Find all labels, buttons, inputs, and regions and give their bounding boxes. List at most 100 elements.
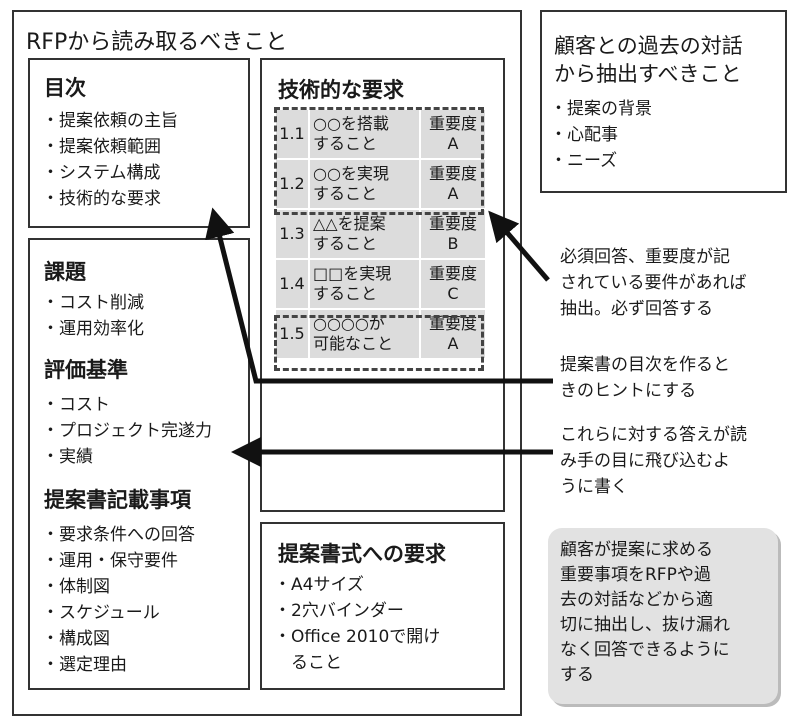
summary-callout: 顧客が提案に求める 重要事項をRFPや過 去の対話などから適 切に抽出し、抜け漏… <box>548 528 778 704</box>
list-item: A4サイズ <box>274 572 440 598</box>
issues-list: コスト削減 運用効率化 <box>42 290 144 342</box>
req-text: ○○○○が可能なこと <box>310 310 421 358</box>
list-item: ニーズ <box>550 148 652 174</box>
importance-grade: A <box>447 134 459 153</box>
note-required: 必須回答、重要度が記 されている要件があれば 抽出。必ず回答する <box>560 244 795 322</box>
toc-box: 目次 提案依頼の主旨 提案依頼範囲 システム構成 技術的な要求 <box>28 58 250 228</box>
req-text-line: ○○○○が <box>313 314 385 333</box>
req-text-line: すること <box>313 284 378 303</box>
req-text-line: すること <box>313 234 378 253</box>
format-list: A4サイズ 2穴バインダー Office 2010で開け ること <box>274 572 440 676</box>
req-text-line: 可能なこと <box>313 334 394 353</box>
note-line: うに書く <box>560 477 628 497</box>
summary-line: 重要事項をRFPや過 <box>560 565 711 585</box>
list-item: 要求条件への回答 <box>42 522 195 548</box>
req-number: 1.1 <box>276 110 310 158</box>
req-text-line: ○○を実現 <box>313 164 389 183</box>
req-text-line: ○○を搭載 <box>313 114 389 133</box>
note-line: み手の目に飛び込むよ <box>560 451 730 471</box>
tech-heading: 技術的な要求 <box>278 78 404 102</box>
criteria-heading: 評価基準 <box>44 358 128 382</box>
list-item: 運用効率化 <box>42 316 144 342</box>
importance-grade: A <box>447 184 459 203</box>
dialogue-list: 提案の背景 心配事 ニーズ <box>550 96 652 174</box>
importance-label: 重要度 <box>428 314 477 333</box>
dialogue-box: 顧客との過去の対話 から抽出すべきこと 提案の背景 心配事 ニーズ <box>540 10 787 193</box>
list-item: 心配事 <box>550 122 652 148</box>
list-item: 提案の背景 <box>550 96 652 122</box>
list-item: Office 2010で開け <box>274 624 440 650</box>
importance-grade: A <box>447 334 459 353</box>
list-item: プロジェクト完遂力 <box>42 418 212 444</box>
list-item-continuation: ること <box>291 653 342 673</box>
note-line: これらに対する答えが読 <box>560 425 747 445</box>
list-item: 選定理由 <box>42 652 195 678</box>
list-item: スケジュール <box>42 600 195 626</box>
list-item: 運用・保守要件 <box>42 548 195 574</box>
req-number: 1.2 <box>276 160 310 208</box>
req-text-line: □□を実現 <box>313 264 392 283</box>
summary-line: する <box>560 665 594 685</box>
req-text-line: すること <box>313 134 378 153</box>
req-text: ○○を実現すること <box>310 160 421 208</box>
list-item: 実績 <box>42 444 212 470</box>
toc-list: 提案依頼の主旨 提案依頼範囲 システム構成 技術的な要求 <box>42 108 178 212</box>
toc-heading: 目次 <box>44 76 86 100</box>
importance-label: 重要度 <box>428 264 477 283</box>
list-item: 構成図 <box>42 626 195 652</box>
importance-label: 重要度 <box>428 114 477 133</box>
arrow-required <box>488 210 550 282</box>
list-item: コスト削減 <box>42 290 144 316</box>
dialogue-heading-line1: 顧客との過去の対話 <box>554 34 743 58</box>
note-line: 必須回答、重要度が記 <box>560 247 730 267</box>
format-box: 提案書式への要求 A4サイズ 2穴バインダー Office 2010で開け るこ… <box>260 522 505 690</box>
summary-line: 顧客が提案に求める <box>560 540 713 560</box>
note-toc-hint: 提案書の目次を作ると きのヒントにする <box>560 352 795 404</box>
list-item: システム構成 <box>42 160 178 186</box>
note-line: 提案書の目次を作ると <box>560 355 730 375</box>
note-line: 抽出。必ず回答する <box>560 299 713 319</box>
req-text: △△を提案すること <box>310 210 421 258</box>
req-text-line: △△を提案 <box>313 214 386 233</box>
list-item: コスト <box>42 392 212 418</box>
req-text-line: すること <box>313 184 378 203</box>
arrow-toc-hint <box>205 207 553 384</box>
rfp-title: RFPから読み取るべきこと <box>26 30 288 55</box>
importance-grade: C <box>447 284 459 303</box>
format-heading: 提案書式への要求 <box>278 542 446 566</box>
list-item: 提案依頼の主旨 <box>42 108 178 134</box>
proposal-items-heading: 提案書記載事項 <box>44 488 191 512</box>
list-item: 提案依頼範囲 <box>42 134 178 160</box>
summary-line: なく回答できるように <box>560 640 730 660</box>
note-answers: これらに対する答えが読 み手の目に飛び込むよ うに書く <box>560 422 795 500</box>
req-text: ○○を搭載すること <box>310 110 421 158</box>
req-number: 1.3 <box>276 210 310 258</box>
dialogue-heading-line2: から抽出すべきこと <box>554 62 742 86</box>
issues-heading: 課題 <box>44 260 86 284</box>
summary-line: 切に抽出し、抜け漏れ <box>560 615 730 635</box>
list-item: 技術的な要求 <box>42 186 178 212</box>
summary-line: 去の対話などから適 <box>560 590 713 610</box>
note-line: されている要件があれば <box>560 273 747 293</box>
req-number: 1.4 <box>276 260 310 308</box>
note-line: きのヒントにする <box>560 381 697 401</box>
proposal-items-list: 要求条件への回答 運用・保守要件 体制図 スケジュール 構成図 選定理由 <box>42 522 195 678</box>
list-item: 2穴バインダー <box>274 598 440 624</box>
importance-grade: B <box>447 234 459 253</box>
requirements-box: 課題 コスト削減 運用効率化 評価基準 コスト プロジェクト完遂力 実績 提案書… <box>28 238 250 690</box>
req-number: 1.5 <box>276 310 310 358</box>
req-text: □□を実現すること <box>310 260 421 308</box>
